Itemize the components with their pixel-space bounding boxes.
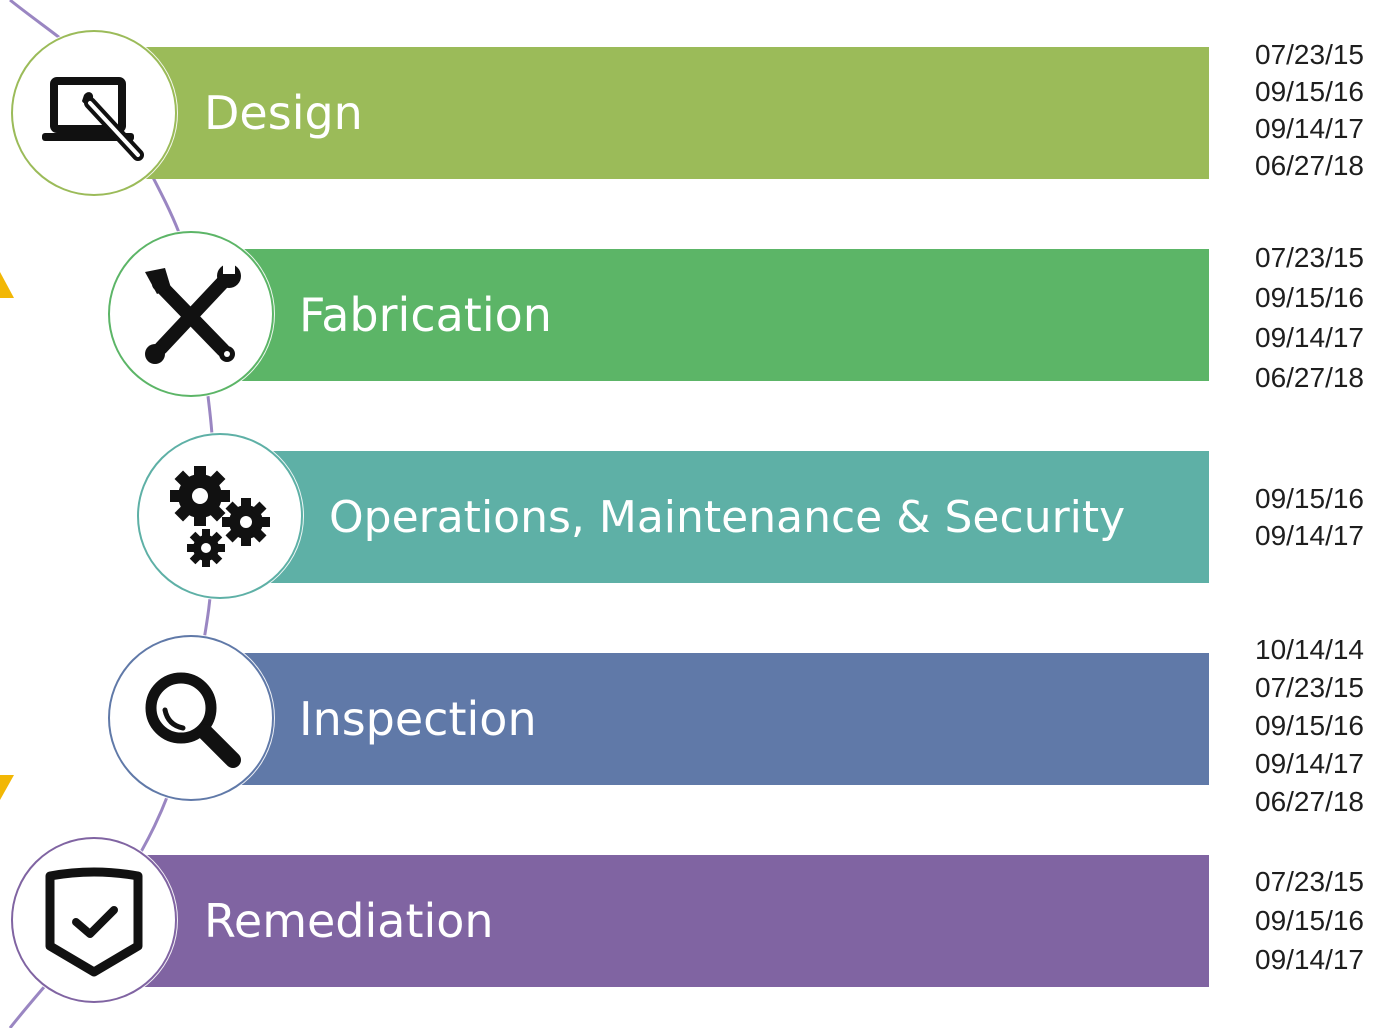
date-item: 06/27/18 [1255, 150, 1364, 181]
stage-label-inspection: Inspection [299, 692, 537, 746]
date-item: 07/23/15 [1255, 39, 1364, 70]
stage-circle-operations [137, 433, 303, 599]
stage-band-operations: Operations, Maintenance & Security [245, 451, 1209, 583]
stage-label-operations: Operations, Maintenance & Security [329, 491, 1126, 543]
stage-circle-fabrication [108, 231, 274, 397]
wrench-screwdriver-icon [145, 264, 241, 364]
stage-band-remediation: Remediation [120, 855, 1209, 987]
laptop-paintbrush-icon [42, 77, 144, 161]
date-item: 07/23/15 [1255, 866, 1364, 897]
stage-circle-inspection [108, 635, 274, 801]
date-item: 07/23/15 [1255, 242, 1364, 273]
date-item: 09/15/16 [1255, 483, 1364, 514]
accent-triangles [0, 272, 14, 800]
date-item: 09/14/17 [1255, 113, 1364, 144]
stage-band-fabrication: Fabrication [215, 249, 1209, 381]
stage-dates-inspection: 10/14/14 07/23/15 09/15/16 09/14/17 06/2… [1255, 631, 1364, 821]
date-item: 09/15/16 [1255, 282, 1364, 313]
stage-label-remediation: Remediation [204, 894, 494, 948]
date-item: 09/14/17 [1255, 322, 1364, 353]
stage-label-fabrication: Fabrication [299, 288, 552, 342]
stage-circle-remediation [11, 837, 177, 1003]
stage-band-design: Design [120, 47, 1209, 179]
date-item: 07/23/15 [1255, 672, 1364, 703]
stage-dates-fabrication: 07/23/15 09/15/16 09/14/17 06/27/18 [1255, 238, 1364, 398]
date-item: 06/27/18 [1255, 786, 1364, 817]
date-item: 09/14/17 [1255, 944, 1364, 975]
date-item: 09/14/17 [1255, 748, 1364, 779]
gears-icon [170, 466, 270, 567]
stage-dates-remediation: 07/23/15 09/15/16 09/14/17 [1255, 862, 1364, 979]
stage-band-inspection: Inspection [215, 653, 1209, 785]
stage-circle-design [11, 30, 177, 196]
magnifying-glass-icon [145, 672, 241, 768]
date-item: 09/15/16 [1255, 905, 1364, 936]
shield-check-icon [45, 867, 143, 977]
date-item: 09/14/17 [1255, 520, 1364, 551]
stage-dates-operations: 09/15/16 09/14/17 [1255, 480, 1364, 554]
date-item: 09/15/16 [1255, 76, 1364, 107]
date-item: 09/15/16 [1255, 710, 1364, 741]
date-item: 06/27/18 [1255, 362, 1364, 393]
stage-label-design: Design [204, 86, 363, 140]
stage-dates-design: 07/23/15 09/15/16 09/14/17 06/27/18 [1255, 36, 1364, 184]
date-item: 10/14/14 [1255, 634, 1364, 665]
